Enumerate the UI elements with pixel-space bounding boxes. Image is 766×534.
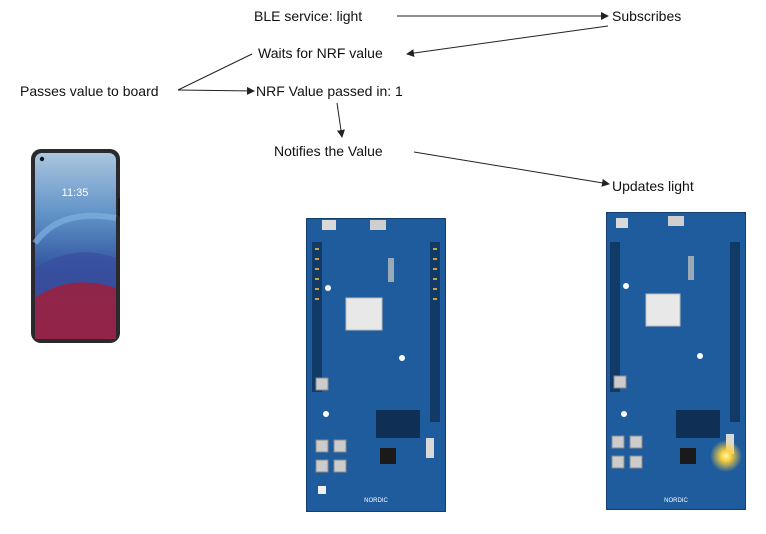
smartphone-image: 11:35 [30, 148, 121, 344]
arrow-waits-to-passes [177, 53, 253, 91]
ble-service-label: BLE service: light [254, 8, 363, 24]
subscribes-label: Subscribes [612, 8, 682, 24]
nrf-value-label: NRF Value passed in: 1 [256, 83, 403, 99]
phone-clock: 11:35 [62, 187, 89, 199]
board-right-logo: NORDIC [664, 498, 688, 504]
passes-label: Passes value to board [20, 83, 159, 99]
arrow-subscribes-to-waits [406, 25, 609, 57]
led-glow [710, 440, 742, 472]
updates-label: Updates light [612, 178, 694, 194]
arrow-notifies-to-updates [413, 151, 610, 187]
board-left-logo: NORDIC [364, 498, 388, 504]
waits-label: Waits for NRF value [258, 45, 383, 61]
notifies-label: Notifies the Value [274, 143, 383, 159]
nrf-board-right: NORDIC [605, 211, 747, 511]
nrf-board-left: NORDIC [305, 217, 447, 513]
arrow-passes-to-nrf-value [177, 86, 255, 95]
arrow-nrf-to-notifies [336, 102, 345, 138]
